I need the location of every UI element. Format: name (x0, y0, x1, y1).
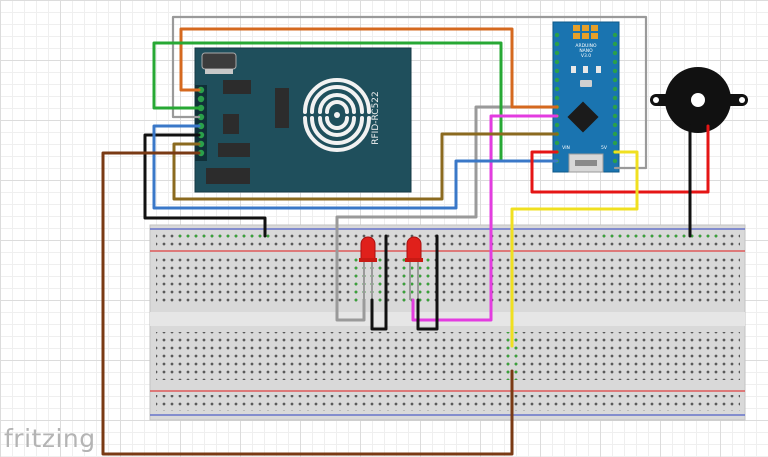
arduino-silk-2: NANO (579, 48, 593, 54)
arduino-nano-board: ARDUINO NANO V3.0 VIN 5V (552, 21, 620, 173)
arduino-right-pins (612, 32, 618, 164)
gray-wire (335, 105, 559, 322)
connected-holes (352, 257, 384, 305)
rfid-header-pins (195, 85, 207, 161)
smd-component (275, 88, 289, 128)
smd-component (583, 66, 588, 73)
smd-component (218, 143, 250, 157)
red-wire (530, 124, 710, 194)
pin-label-vin: VIN (562, 145, 570, 151)
connected-holes (400, 257, 432, 305)
crystal-oscillator (201, 52, 237, 70)
top-terminal-holes (156, 257, 740, 305)
smd-component (571, 66, 576, 73)
led-1 (359, 236, 377, 300)
blue-wire (152, 124, 559, 210)
crystal-pads (205, 69, 233, 74)
pin-label-5v: 5V (601, 145, 608, 151)
smd-component (206, 168, 250, 184)
icsp-header (573, 25, 598, 39)
top-power-rail-holes (156, 232, 740, 248)
led-2 (405, 236, 423, 300)
olive-wire (172, 132, 559, 201)
arduino-silk-1: ARDUINO (575, 43, 597, 49)
brown-wire (101, 151, 514, 456)
black-wire (416, 234, 439, 331)
orange-wire (179, 27, 559, 109)
arduino-left-pins (554, 32, 560, 164)
fritzing-watermark: fritzing (4, 424, 96, 453)
magenta-wire (411, 114, 559, 322)
smd-component (223, 80, 251, 94)
arduino-silk-3: V3.0 (581, 53, 591, 59)
connected-holes (504, 332, 520, 380)
rfid-rc522-module: RFID-RC522 (194, 47, 412, 193)
black-wire (143, 133, 267, 238)
connected-holes (600, 232, 720, 240)
buzzer-hole (691, 93, 705, 107)
piezo-buzzer (650, 67, 748, 133)
breadboard (149, 224, 746, 421)
reset-button (580, 80, 592, 87)
chip-ic (223, 114, 239, 134)
smd-component (596, 66, 601, 73)
gray-wire (171, 15, 648, 170)
contactless-wave-icon (303, 78, 371, 152)
bottom-terminal-holes (156, 332, 740, 380)
rfid-label: RFID-RC522 (371, 91, 381, 145)
usb-port (575, 160, 597, 166)
connected-holes (176, 232, 272, 240)
yellow-wire (510, 150, 639, 348)
black-wire (370, 234, 388, 331)
bottom-power-rail-holes (156, 395, 740, 411)
